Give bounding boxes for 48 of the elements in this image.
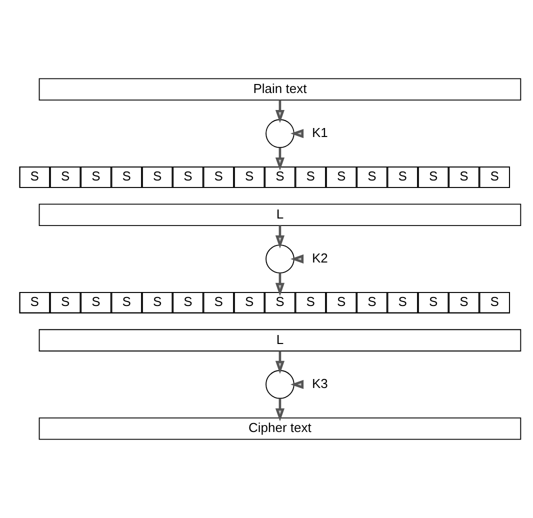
node-box: S [142, 166, 173, 188]
node-box: S [50, 292, 81, 314]
arrow [275, 100, 285, 124]
node-box: S [50, 166, 81, 188]
node-box: S [387, 166, 418, 188]
node-box: S [418, 292, 449, 314]
node-box: S [19, 292, 50, 314]
arrow [290, 128, 304, 138]
node-box: S [295, 292, 326, 314]
arrow [290, 380, 304, 390]
node-box: S [295, 166, 326, 188]
node-box: S [448, 292, 480, 314]
node-box: S [448, 166, 480, 188]
node-box: S [264, 292, 296, 314]
node-text: K3 [312, 376, 328, 391]
node-box: S [19, 166, 50, 188]
node-text: K2 [312, 250, 328, 266]
node-box: S [142, 292, 173, 314]
node-box: S [111, 166, 142, 188]
node-box: Plain text [38, 78, 522, 101]
arrow [290, 254, 304, 264]
arrow [275, 273, 285, 296]
arrow [275, 226, 285, 248]
node-box: S [203, 166, 234, 188]
node-box: S [80, 166, 112, 188]
node-box: S [479, 292, 510, 314]
node-box: S [356, 292, 388, 314]
node-box: L [38, 204, 522, 226]
node-box: S [326, 166, 357, 188]
node-box: S [111, 292, 142, 314]
node-box: S [326, 292, 357, 314]
node-box: Cipher text [38, 417, 522, 440]
node-box: L [38, 329, 522, 352]
node-box: S [234, 166, 265, 188]
node-box: S [172, 166, 204, 188]
node-text: K1 [312, 124, 328, 140]
node-box: S [172, 292, 204, 314]
node-box: S [203, 292, 234, 314]
node-box: S [356, 166, 388, 188]
arrow [275, 351, 285, 374]
arrow [275, 398, 285, 422]
arrow [275, 148, 285, 171]
node-box: S [387, 292, 418, 314]
node-box: S [479, 166, 510, 188]
node-box: S [418, 166, 449, 188]
node-box: S [234, 292, 265, 314]
node-box: S [80, 292, 112, 314]
node-box: S [264, 166, 296, 188]
